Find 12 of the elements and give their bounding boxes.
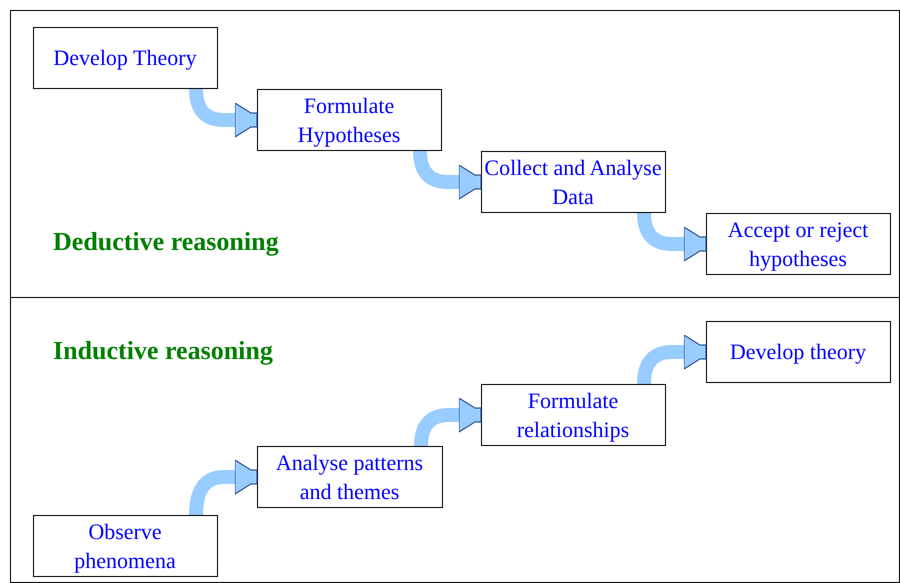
- section-heading: Deductive reasoning: [53, 227, 279, 257]
- panel: [10, 297, 900, 583]
- panel: [10, 10, 900, 298]
- process-box: Formulate Hypotheses: [256, 88, 442, 150]
- section-heading: Inductive reasoning: [53, 336, 273, 366]
- process-box: Develop theory: [706, 320, 890, 382]
- process-box: Formulate relationships: [480, 384, 666, 446]
- process-box: Collect and Analyse Data: [480, 150, 666, 212]
- process-box: Observe phenomena: [32, 514, 218, 576]
- process-box: Develop Theory: [32, 26, 218, 88]
- process-box: Accept or reject hypotheses: [706, 212, 890, 274]
- process-box: Analyse patterns and themes: [256, 446, 442, 508]
